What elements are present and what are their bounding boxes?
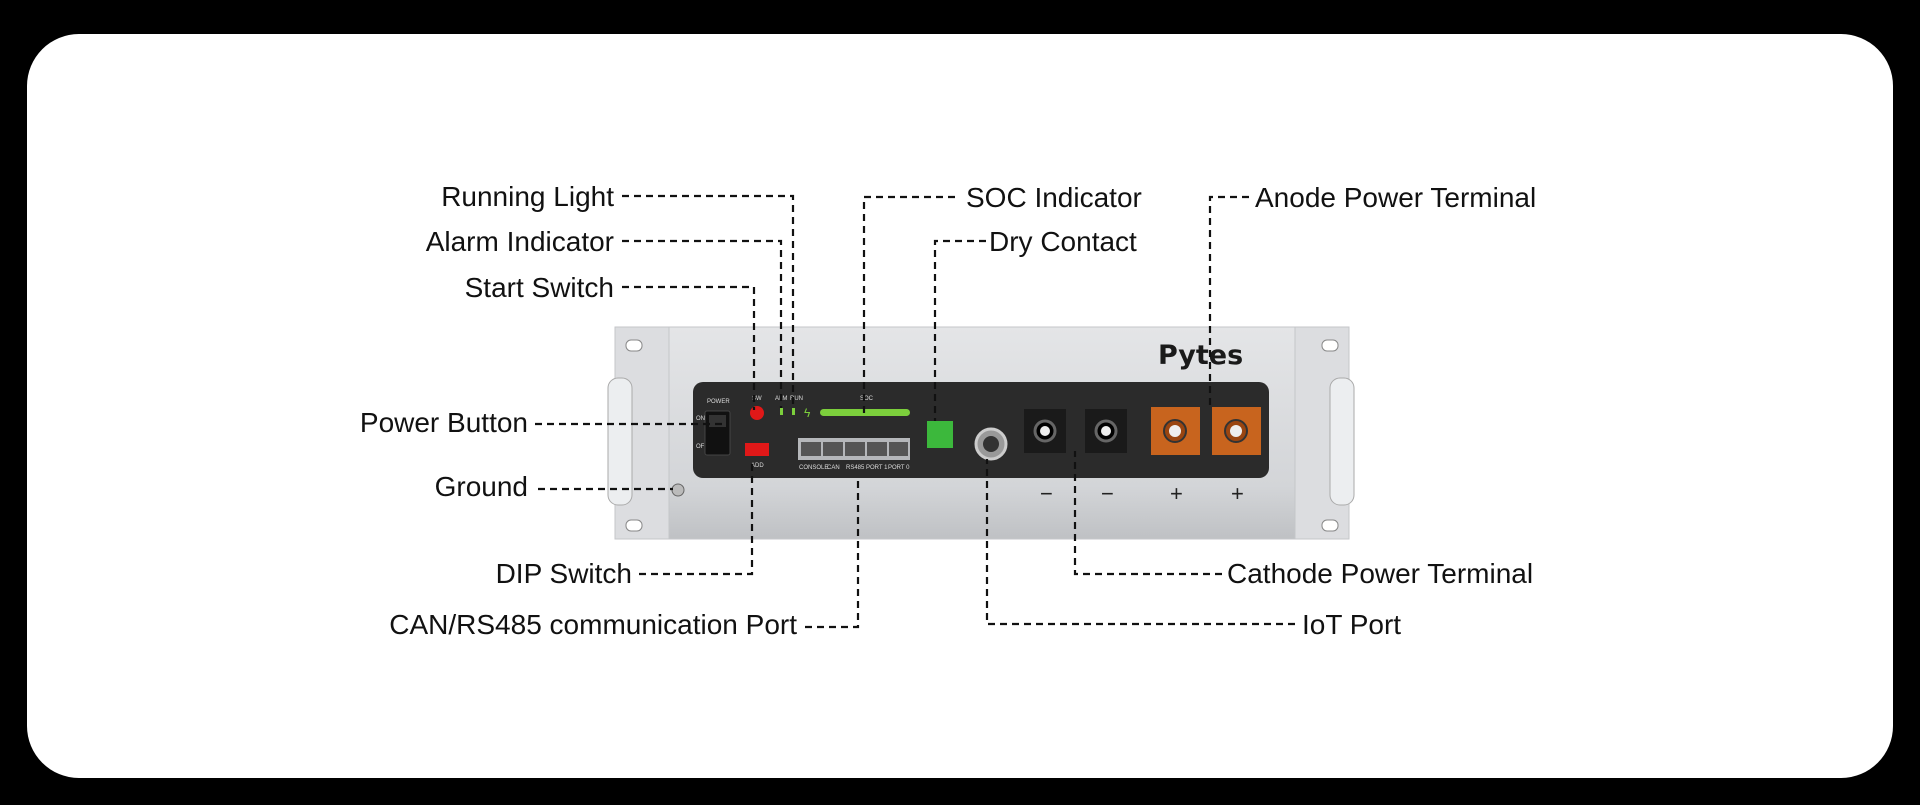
label-cathode-power-terminal: Cathode Power Terminal — [1227, 558, 1533, 589]
anode-terminal-1 — [1151, 407, 1200, 455]
minus-sign: − — [1040, 481, 1053, 506]
svg-text:OFF: OFF — [696, 444, 708, 450]
cathode-terminal-1 — [1024, 409, 1066, 453]
label-power-button: Power Button — [360, 407, 528, 438]
minus-sign: − — [1101, 481, 1114, 506]
dip-switch[interactable] — [745, 443, 769, 456]
alarm-led — [780, 408, 783, 415]
start-switch[interactable] — [750, 406, 764, 420]
anode-terminal-2 — [1212, 407, 1261, 455]
plus-sign: + — [1231, 481, 1244, 506]
ground-screw — [671, 483, 685, 497]
front-panel: POWER ON OFF SW ALM RUN ϟ SOC ADD CONSOL… — [693, 382, 1269, 478]
svg-text:CONSOLE: CONSOLE — [799, 465, 828, 471]
label-alarm-indicator: Alarm Indicator — [426, 226, 614, 257]
svg-text:PORT 1: PORT 1 — [866, 465, 888, 471]
brand-logo: Pytes — [1158, 340, 1243, 371]
svg-text:SOC: SOC — [860, 396, 874, 402]
svg-text:RUN: RUN — [790, 396, 803, 402]
dry-contact[interactable] — [927, 421, 953, 448]
cathode-terminal-2 — [1085, 409, 1127, 453]
label-anode-power-terminal: Anode Power Terminal — [1255, 182, 1536, 213]
label-dip-switch: DIP Switch — [496, 558, 632, 589]
svg-text:RS485: RS485 — [846, 465, 865, 471]
rj45-ports[interactable] — [798, 438, 910, 460]
label-can-rs485-port: CAN/RS485 communication Port — [389, 609, 797, 640]
label-ground: Ground — [435, 471, 528, 502]
svg-text:POWER: POWER — [707, 399, 730, 405]
leader-lines — [535, 194, 1295, 629]
svg-text:SW: SW — [752, 396, 762, 402]
svg-text:ON: ON — [696, 416, 705, 422]
label-soc-indicator: SOC Indicator — [966, 182, 1142, 213]
running-led — [792, 408, 795, 415]
svg-text:PORT 0: PORT 0 — [888, 465, 910, 471]
charge-icon: ϟ — [804, 406, 811, 420]
label-dry-contact: Dry Contact — [989, 226, 1137, 257]
right-handle — [1329, 377, 1355, 506]
plus-sign: + — [1170, 481, 1183, 506]
svg-text:CAN: CAN — [827, 465, 840, 471]
label-iot-port: IoT Port — [1302, 609, 1401, 640]
svg-text:ADD: ADD — [751, 463, 764, 469]
left-handle — [607, 377, 633, 506]
label-start-switch: Start Switch — [465, 272, 614, 303]
label-running-light: Running Light — [441, 181, 614, 212]
